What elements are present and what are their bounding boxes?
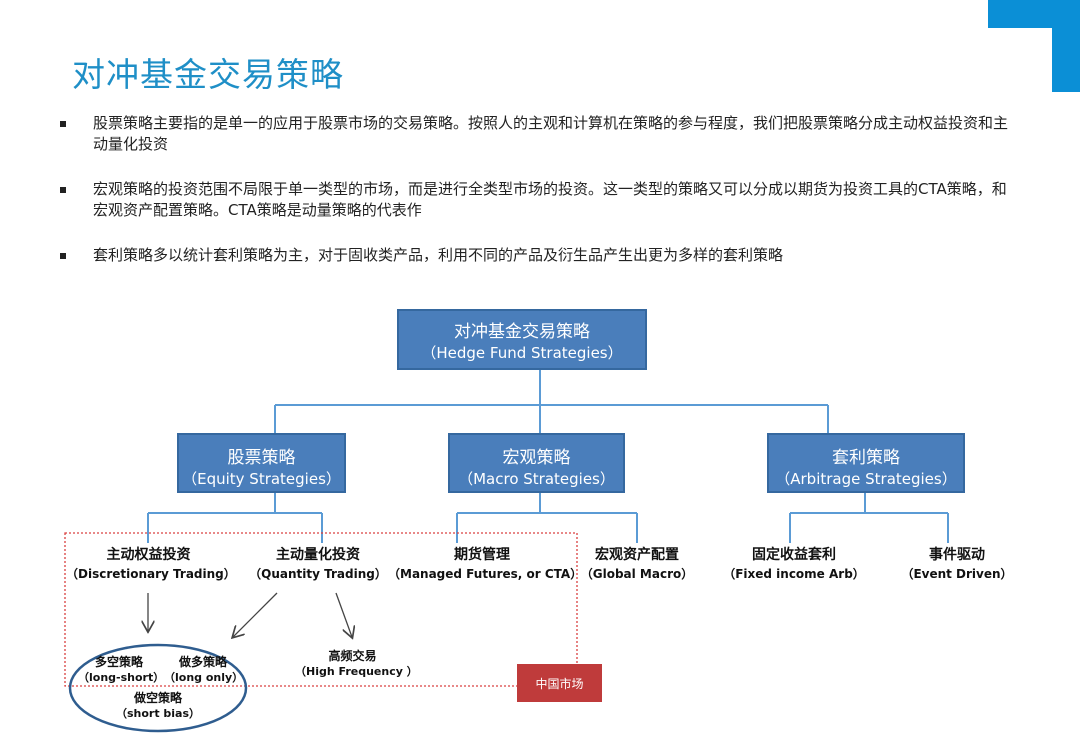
node-high-frequency: 高频交易 （High Frequency ） xyxy=(295,649,418,678)
bullet-arbitrage: 套利策略多以统计套利策略为主，对于固收类产品，利用不同的产品及衍生品产生出更为多… xyxy=(60,245,1010,266)
page-title: 对冲基金交易策略 xyxy=(72,55,344,94)
box-equity: 股票策略 （Equity Strategies） xyxy=(177,433,346,493)
bullet-macro: 宏观策略的投资范围不局限于单一类型的市场，而是进行全类型市场的投资。这一类型的策… xyxy=(60,179,1010,221)
node-quantity: 主动量化投资 （Quantity Trading） xyxy=(249,547,387,581)
arrow-quant-right xyxy=(335,592,352,637)
arrow-quant-left xyxy=(233,592,278,637)
node-long-only: 做多策略 （long only） xyxy=(164,655,244,684)
node-short-bias: 做空策略 （short bias） xyxy=(115,691,201,720)
box-arbitrage: 套利策略 （Arbitrage Strategies） xyxy=(767,433,965,493)
bullet-equity: 股票策略主要指的是单一的应用于股票市场的交易策略。按照人的主观和计算机在策略的参… xyxy=(60,113,1010,155)
node-global-macro: 宏观资产配置 （Global Macro） xyxy=(580,547,694,581)
box-macro: 宏观策略 （Macro Strategies） xyxy=(448,433,625,493)
node-event-driven: 事件驱动 （Event Driven） xyxy=(901,547,1013,581)
bullet-list: 股票策略主要指的是单一的应用于股票市场的交易策略。按照人的主观和计算机在策略的参… xyxy=(60,113,1010,290)
china-market-label: 中国市场 xyxy=(517,664,602,702)
node-long-short: 多空策略 （long-short） xyxy=(78,655,165,684)
node-fixed-income-arb: 固定收益套利 （Fixed income Arb） xyxy=(723,547,865,581)
node-discretionary: 主动权益投资 （Discretionary Trading） xyxy=(66,547,236,581)
china-market-dashed-region xyxy=(64,532,578,687)
node-managed-futures: 期货管理 （Managed Futures, or CTA） xyxy=(388,547,583,581)
corner-accent-side xyxy=(1052,0,1080,92)
box-root: 对冲基金交易策略 （Hedge Fund Strategies） xyxy=(397,309,647,370)
strategy-ellipse xyxy=(68,643,248,733)
